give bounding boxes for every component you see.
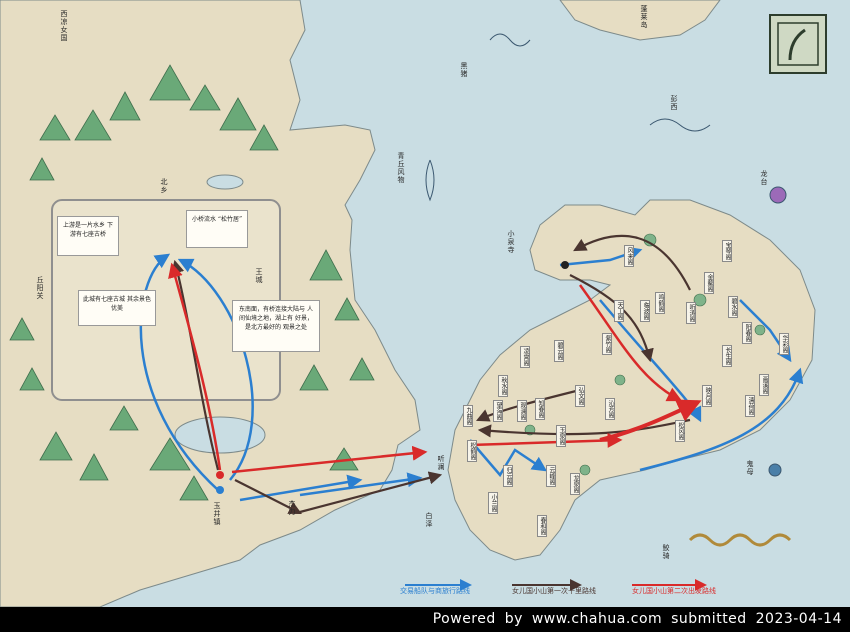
pavilion-label: 秋水阁 bbox=[498, 375, 508, 397]
pavilion-label: 长生阁 bbox=[722, 345, 732, 367]
pavilion-label: 沁芳阁 bbox=[605, 398, 615, 420]
pavilion-label: 临波阁 bbox=[640, 300, 650, 322]
label-guikou: 鬼母 bbox=[746, 460, 754, 476]
pavilion-label: 观澜阁 bbox=[517, 400, 527, 422]
pavilion-label: 碧水阁 bbox=[728, 296, 738, 318]
pavilion-label: 清荷阁 bbox=[745, 395, 755, 417]
pavilion-label: 画溪阁 bbox=[759, 374, 769, 396]
note-upper-mid: 小桥流水 “松竹居” bbox=[186, 210, 248, 248]
note-upper-left: 上游是一片水乡 下游有七座古桥 bbox=[57, 216, 119, 256]
pavilion-label: 听涛阁 bbox=[686, 302, 696, 324]
lake bbox=[174, 416, 266, 454]
label-xiaoshan: 小泉寺 bbox=[507, 230, 515, 254]
pavilion-label: 映月阁 bbox=[702, 385, 712, 407]
compass-seal bbox=[769, 14, 827, 74]
pavilion-label: 龙泉阁 bbox=[570, 473, 580, 495]
label-heizhu: 黑猪 bbox=[460, 62, 468, 78]
legend-dark: 女儿国小山第一次十里路线 bbox=[512, 587, 596, 595]
legend-red: 女儿国小山第二次出发路线 bbox=[632, 587, 716, 595]
label-left-b: 北乡 bbox=[160, 178, 168, 194]
route-dark bbox=[171, 234, 691, 514]
illustrated-map bbox=[0, 0, 850, 607]
label-baize: 白泽 bbox=[425, 512, 433, 528]
sea-creatures bbox=[425, 33, 792, 547]
route-red bbox=[168, 262, 702, 474]
note-lower-left: 此城有七座古城 其余景色优美 bbox=[78, 290, 156, 326]
pavilion-label: 玉泉阁 bbox=[556, 425, 566, 447]
northern-land bbox=[559, 0, 721, 41]
label-yuhe: 玉井镇 bbox=[213, 502, 221, 526]
pavilion-label: 弘文阁 bbox=[575, 385, 585, 407]
pavilion-label: 鸣鹤阁 bbox=[655, 292, 665, 314]
start-point bbox=[216, 471, 224, 479]
label-left-c: 王城 bbox=[255, 268, 263, 284]
pavilion-label: 知春阁 bbox=[535, 398, 545, 420]
island-hub bbox=[561, 261, 569, 269]
label-qingfeng: 青丘风物 bbox=[397, 152, 405, 184]
pavilion-label: 紫竹阁 bbox=[602, 333, 612, 355]
label-longtai: 龙台 bbox=[760, 170, 768, 186]
map-stage: 西凉女国 黑猪 蓬莱岛 青丘风物 小泉寺 龙台 彭西 鬼母 鲛骑 玉井镇 杰力 … bbox=[0, 0, 850, 607]
footer-watermark: Powered by www.chahua.com submitted 2023… bbox=[0, 607, 850, 632]
pavilion-label: 阳春阁 bbox=[742, 322, 752, 344]
label-jiaoqi: 鲛骑 bbox=[662, 544, 670, 560]
pavilion-label: 九曲阁 bbox=[463, 405, 473, 427]
label-tinglan: 听澜 bbox=[437, 455, 445, 471]
label-pengxi: 彭西 bbox=[670, 95, 678, 111]
pavilion-label: 碧云阁 bbox=[554, 340, 564, 362]
pavilion-label: 归云阁 bbox=[503, 465, 513, 487]
pavilion-label: 风来阁 bbox=[624, 245, 634, 267]
pavilion-label: 云峰阁 bbox=[546, 465, 556, 487]
pavilion-label: 小兰阁 bbox=[488, 492, 498, 514]
label-left-a: 丘阳关 bbox=[36, 276, 44, 300]
pavilion-label: 松风阁 bbox=[675, 420, 685, 442]
label-pengdao: 蓬莱岛 bbox=[640, 5, 648, 29]
mountains bbox=[9, 64, 375, 501]
pavilion-label: 凌霄阁 bbox=[520, 346, 530, 368]
pavilion-label: 金鳌阁 bbox=[704, 272, 714, 294]
pavilion-label: 松鹤阁 bbox=[467, 440, 477, 462]
note-lower-right: 东南面，有桥连接大陆与 人间仙境之地，湖上有 好景，是北方最好的 观景之处 bbox=[232, 300, 320, 352]
label-taiyuan: 杰力 bbox=[288, 500, 296, 516]
label-xiliang: 西凉女国 bbox=[60, 10, 68, 42]
pavilion-label: 春和阁 bbox=[537, 515, 547, 537]
pavilion-label: 宝琴阁 bbox=[722, 240, 732, 262]
pavilion-label: 华彩阁 bbox=[779, 333, 789, 355]
start-point-2 bbox=[216, 486, 224, 494]
pavilion-label: 望海阁 bbox=[493, 400, 503, 422]
legend-blue: 交易船队与商旅行路线 bbox=[400, 587, 470, 595]
pavilion-label: 天工阁 bbox=[614, 300, 624, 322]
pond bbox=[206, 174, 244, 190]
